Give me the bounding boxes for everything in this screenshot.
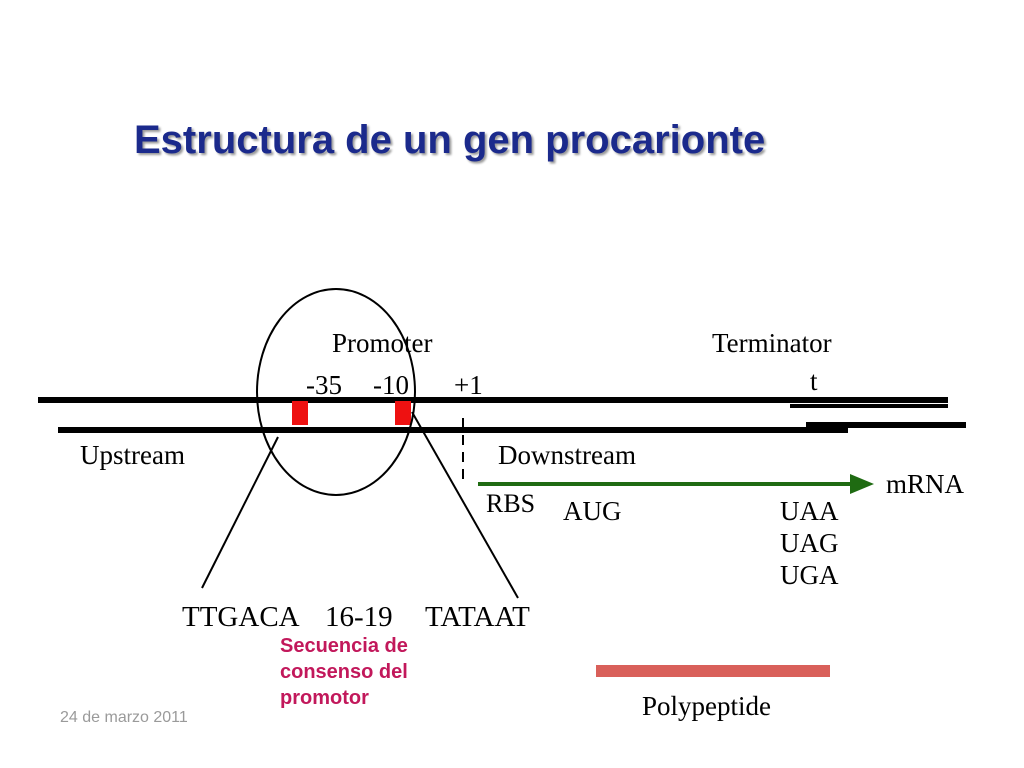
footer-date: 24 de marzo 2011 [60, 709, 188, 726]
mrna-label: mRNA [886, 469, 965, 499]
downstream-label: Downstream [498, 440, 636, 470]
caption-line: consenso del [280, 661, 408, 683]
terminator-t-label: t [810, 366, 818, 396]
minus35-box [292, 401, 308, 425]
polypeptide-label: Polypeptide [642, 691, 771, 721]
consensus-minus10: TATAAT [425, 601, 530, 633]
plus1-label: +1 [454, 370, 483, 400]
start-codon-label: AUG [563, 496, 622, 526]
polypeptide-bar [596, 665, 830, 677]
promoter-consensus-caption: Secuencia de consenso del promotor [280, 633, 480, 711]
caption-line: Secuencia de [280, 635, 408, 657]
minus35-label: -35 [306, 370, 342, 400]
promoter-label: Promoter [332, 328, 433, 358]
stop-codon-3: UGA [780, 560, 839, 590]
caption-line: promotor [280, 687, 369, 709]
consensus-minus35: TTGACA [182, 601, 300, 633]
terminator-label: Terminator [712, 328, 832, 358]
stop-codon-1: UAA [780, 496, 839, 526]
zoom-line-left [201, 436, 279, 589]
mrna-arrow-head [850, 474, 874, 494]
minus10-box [395, 401, 411, 425]
slide-title: Estructura de un gen procarionte [134, 118, 766, 162]
zoom-line-right [411, 411, 519, 599]
rbs-label: RBS [486, 489, 535, 518]
upstream-label: Upstream [80, 440, 185, 470]
stop-codon-2: UAG [780, 528, 839, 558]
consensus-spacer: 16-19 [325, 601, 393, 633]
promoter-circle [256, 288, 416, 496]
minus10-label: -10 [373, 370, 409, 400]
